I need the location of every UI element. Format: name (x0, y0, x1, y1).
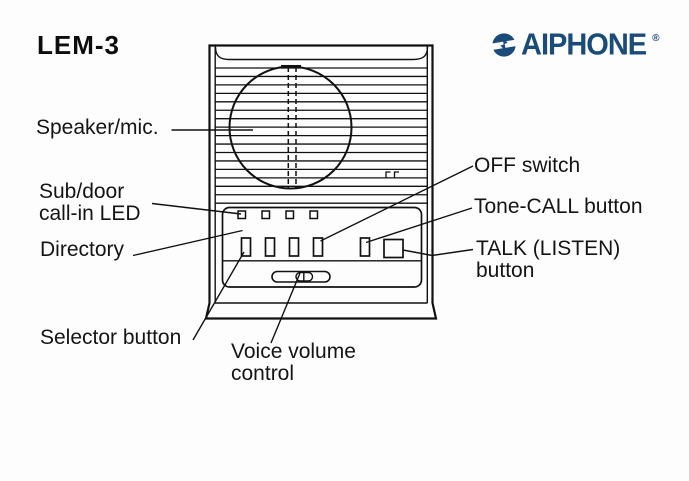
label-speaker-mic: Speaker/mic. (36, 116, 159, 139)
voice-volume-slider (271, 270, 331, 283)
label-selector-button: Selector button (40, 326, 182, 349)
leader-lines (132, 129, 474, 344)
leader-voice-volume (270, 272, 301, 344)
device-outer-shell (204, 44, 438, 320)
call-in-led-1 (237, 210, 247, 220)
selector-button-1 (240, 237, 252, 257)
selector-button-2 (264, 237, 276, 257)
label-voice-volume-control: Voice volume control (231, 340, 356, 385)
speaker-grille-louvers (215, 67, 427, 204)
label-tone-call-button: Tone-CALL button (474, 195, 643, 218)
device-top-hood (214, 46, 429, 61)
button-row (240, 237, 404, 259)
aiphone-logo: AIPHONE ® (492, 28, 660, 62)
leader-directory (132, 229, 243, 257)
label-directory: Directory (40, 238, 125, 261)
tone-call-button (359, 237, 371, 257)
volume-slider-knob (295, 271, 314, 282)
call-in-led-3 (285, 210, 295, 220)
registered-trademark-mark: ® (652, 32, 660, 44)
leader-sub-door-led (151, 202, 242, 215)
volume-slider-track (271, 270, 331, 283)
leader-talk-listen (402, 248, 474, 257)
model-title: LEM-3 (37, 30, 120, 60)
leader-selector-button (192, 251, 245, 341)
selector-button-3 (288, 237, 300, 257)
label-off-switch: OFF switch (474, 154, 581, 177)
leader-off-switch (320, 165, 474, 242)
talk-listen-button (383, 238, 404, 259)
aiphone-logo-icon (492, 33, 516, 57)
grille-tick-marks (385, 171, 399, 178)
call-in-led-row (237, 210, 319, 220)
call-in-led-4 (309, 210, 319, 220)
brand-wordmark: AIPHONE (521, 28, 647, 62)
label-sub-door-call-in-led: Sub/door call-in LED (39, 180, 141, 225)
call-in-led-2 (261, 210, 271, 220)
off-switch-button (312, 237, 324, 257)
label-talk-listen-button: TALK (LISTEN) button (476, 237, 621, 282)
leader-tone-call (365, 207, 473, 244)
